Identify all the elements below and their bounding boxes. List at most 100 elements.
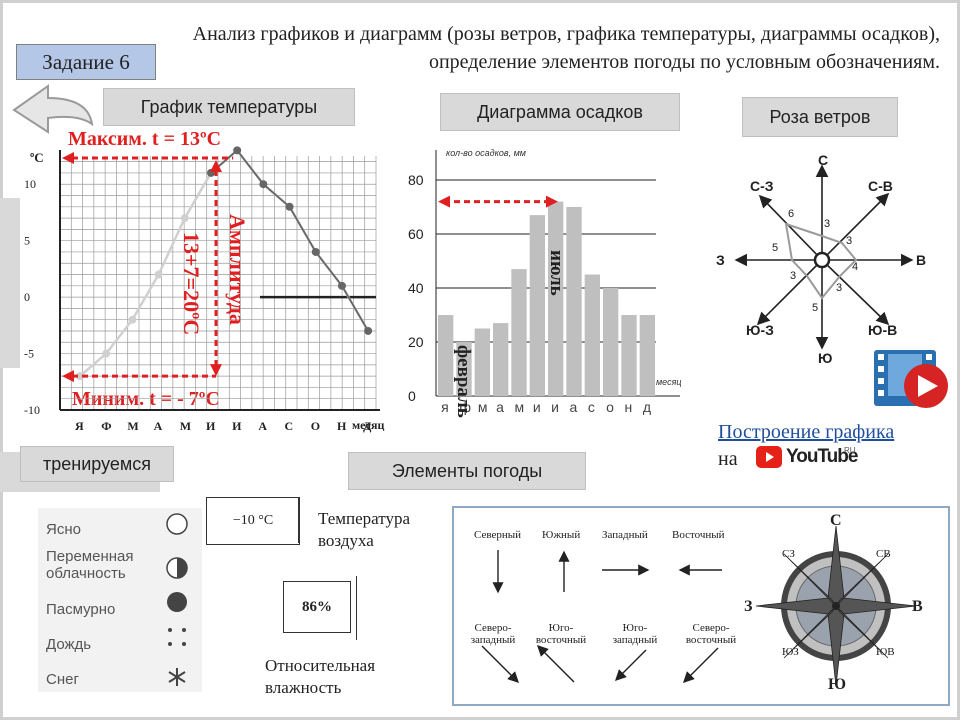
compass-w: З [744, 598, 753, 615]
back-arrow-icon[interactable] [8, 80, 98, 140]
youtube-wordmark: YouTube [786, 446, 858, 467]
rose-val-se: 3 [836, 282, 843, 294]
precip-bar [511, 269, 527, 396]
min-arrowhead [62, 370, 74, 383]
rose-dir-e: В [916, 252, 927, 268]
amplitude-calc: 13+7=20ºC [179, 232, 204, 336]
precip-xtick: а [496, 399, 504, 415]
temp-point [233, 146, 242, 155]
temp-xtick: М [180, 419, 191, 433]
overcast-icon [167, 592, 187, 612]
video-play-icon[interactable] [870, 348, 954, 410]
training-label[interactable]: тренируемся [20, 446, 174, 482]
temp-ytick: -10 [24, 403, 40, 417]
precip-chart-label: Диаграмма осадков [440, 93, 680, 131]
precip-xtick: м [478, 399, 488, 415]
arrow-west-label: Западный [602, 529, 648, 541]
precip-xtick: я [441, 399, 449, 415]
compass-ne: СВ [876, 548, 891, 560]
precip-bar [529, 215, 545, 396]
rose-dir-nw: С-З [750, 178, 774, 194]
precip-xtick: д [643, 399, 651, 415]
temp-xtick: И [206, 419, 216, 433]
precip-bar [584, 274, 600, 396]
video-link[interactable]: Построение графика [718, 421, 895, 443]
precip-ylabel: кол-во осадков, мм [446, 148, 526, 158]
wind-rose-label: Роза ветров [742, 97, 898, 137]
weather-elements-label: Элементы погоды [348, 452, 586, 490]
arrow-nw-label: Северо-западный [470, 622, 516, 646]
amplitude-title: Амплитуда [225, 214, 250, 325]
rose-val-ne: 3 [846, 235, 853, 247]
precip-bar [493, 323, 509, 396]
temp-point [128, 315, 137, 324]
precip-bar [639, 315, 655, 396]
temp-point [364, 326, 373, 335]
wind-arrows [481, 550, 722, 683]
precip-bar [474, 328, 490, 396]
temp-point [337, 281, 346, 290]
max-temp-text: Максим. t = 13ºC [68, 128, 222, 150]
temp-xtick: И [232, 419, 242, 433]
rose-dir-n: С [818, 152, 829, 168]
compass-n: С [830, 512, 842, 529]
air-temp-text: Температура воздуха [318, 509, 411, 550]
july-label: июль [546, 250, 567, 296]
arrow-south-label: Южный [542, 529, 581, 541]
compass-e: В [912, 598, 923, 615]
arrow-north-label: Северный [474, 529, 522, 541]
precip-xtick: м [515, 399, 525, 415]
max-arrowhead [62, 152, 74, 164]
temp-xtick: Д [363, 419, 372, 433]
clear-icon [166, 513, 188, 535]
temperature-chart-label: График температуры [103, 88, 355, 126]
compass-rose-icon [755, 525, 917, 687]
temp-xtick: Ф [101, 419, 111, 433]
amp-arrowhead-down [210, 364, 222, 377]
arrow-ne-label: Северо-восточный [685, 622, 737, 646]
precip-xtick: и [533, 399, 541, 415]
precip-ytick: 20 [408, 334, 424, 350]
side-tab-left [0, 198, 20, 368]
precip-bar [456, 342, 472, 396]
temp-point [259, 180, 268, 189]
legend-snow: Снег [46, 671, 79, 688]
youtube-logo-icon[interactable] [756, 446, 782, 468]
legend-overcast: Пасмурно [46, 601, 116, 618]
precip-max-arrow-right [546, 195, 558, 208]
temp-point [154, 270, 163, 279]
temp-xtick: О [311, 419, 320, 433]
rain-icon [168, 628, 186, 646]
temp-point [180, 214, 189, 223]
february-label: февраль [453, 345, 474, 418]
temp-xaxis-label: месяц [352, 418, 385, 432]
rose-val-sw: 3 [790, 270, 797, 282]
precip-ytick: 40 [408, 280, 424, 296]
compass-s: Ю [828, 676, 847, 693]
compass-sw: ЮЗ [782, 646, 799, 658]
humidity-box: 86% [283, 581, 351, 633]
rose-val-e: 4 [852, 261, 859, 273]
wind-rose-diagram [734, 164, 914, 350]
temp-ytick: 10 [24, 177, 36, 191]
precip-bar [603, 288, 619, 396]
temp-xtick: С [285, 419, 294, 433]
rose-dir-w: З [716, 252, 725, 268]
temp-xtick: Н [337, 419, 347, 433]
temp-xtick: Я [75, 419, 84, 433]
temp-point [285, 202, 294, 211]
temp-xtick: А [258, 419, 267, 433]
rose-dir-se: Ю-В [868, 322, 898, 338]
temp-ytick: 5 [24, 234, 30, 248]
temp-ytick: -5 [24, 347, 34, 361]
precip-xtick: о [606, 399, 614, 415]
legend-clear: Ясно [46, 521, 81, 538]
rose-dir-ne: С-В [868, 178, 893, 194]
rose-val-n: 3 [824, 218, 831, 230]
temp-unit-label: ºC [30, 150, 44, 165]
precip-xlabel: месяц [656, 377, 682, 387]
precip-xtick: н [625, 399, 633, 415]
compass-nw: СЗ [782, 548, 795, 560]
task-label: Задание 6 [16, 44, 156, 80]
